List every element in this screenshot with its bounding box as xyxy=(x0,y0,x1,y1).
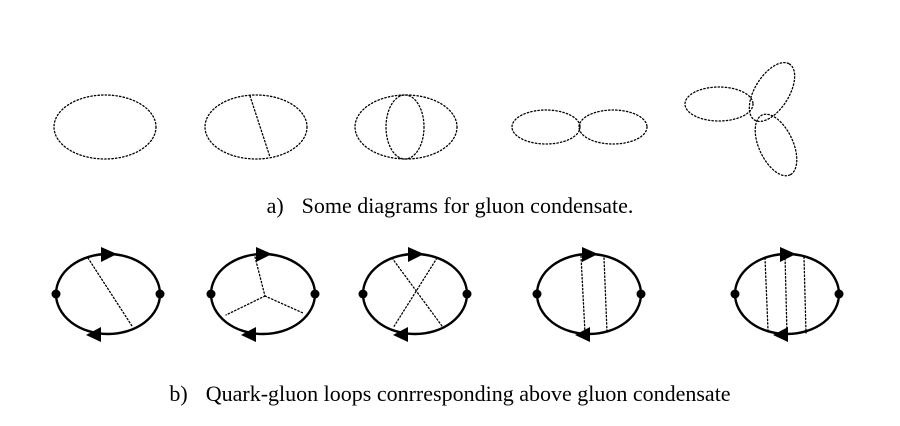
gluon-double-bubble-diagram-4 xyxy=(511,109,648,145)
caption-panel-b: b) Quark-gluon loops conrresponding above… xyxy=(0,381,900,407)
quark-loop-diagram-1 xyxy=(51,247,165,342)
quark-arrow-top-icon xyxy=(408,247,424,262)
quark-arrow-top-icon xyxy=(101,247,117,262)
vertex-right xyxy=(834,289,844,299)
quark-arrow-bottom-icon xyxy=(575,327,590,342)
gluon-loop-diagram-2 xyxy=(204,94,308,160)
vertex-left xyxy=(730,289,740,299)
vertex-left xyxy=(532,289,542,299)
vertex-left xyxy=(358,289,368,299)
quark-loop-diagram-2 xyxy=(206,247,320,342)
quark-arrow-top-icon xyxy=(582,247,598,262)
caption-label-b: b) xyxy=(169,381,188,406)
gluon-condensate-row xyxy=(53,61,798,177)
vertex-left xyxy=(206,289,216,299)
vertex-right xyxy=(310,289,320,299)
quark-arrow-bottom-icon xyxy=(773,327,788,342)
quark-arrow-bottom-icon xyxy=(393,327,408,342)
caption-text-a: Some diagrams for gluon condensate. xyxy=(301,193,634,218)
vertex-right xyxy=(636,289,646,299)
gluon-triple-bubble-diagram-5 xyxy=(684,61,798,177)
quark-arrow-bottom-icon xyxy=(86,327,101,342)
vertex-right xyxy=(462,289,472,299)
quark-loop-diagram-3 xyxy=(358,247,472,342)
caption-label-a: a) xyxy=(266,193,284,218)
quark-gluon-loop-row xyxy=(51,247,844,342)
caption-text-b: Quark-gluon loops conrresponding above g… xyxy=(205,381,731,406)
quark-loop-diagram-4 xyxy=(532,247,646,342)
quark-arrow-top-icon xyxy=(256,247,272,262)
vertex-left xyxy=(51,289,61,299)
quark-arrow-top-icon xyxy=(780,247,796,262)
vertex-right xyxy=(155,289,165,299)
caption-panel-a: a) Some diagrams for gluon condensate. xyxy=(0,193,900,219)
quark-loop-diagram-5 xyxy=(730,247,844,342)
quark-arrow-bottom-icon xyxy=(241,327,256,342)
gluon-loop-diagram-1 xyxy=(53,94,157,160)
gluon-loop-diagram-3 xyxy=(354,94,458,160)
